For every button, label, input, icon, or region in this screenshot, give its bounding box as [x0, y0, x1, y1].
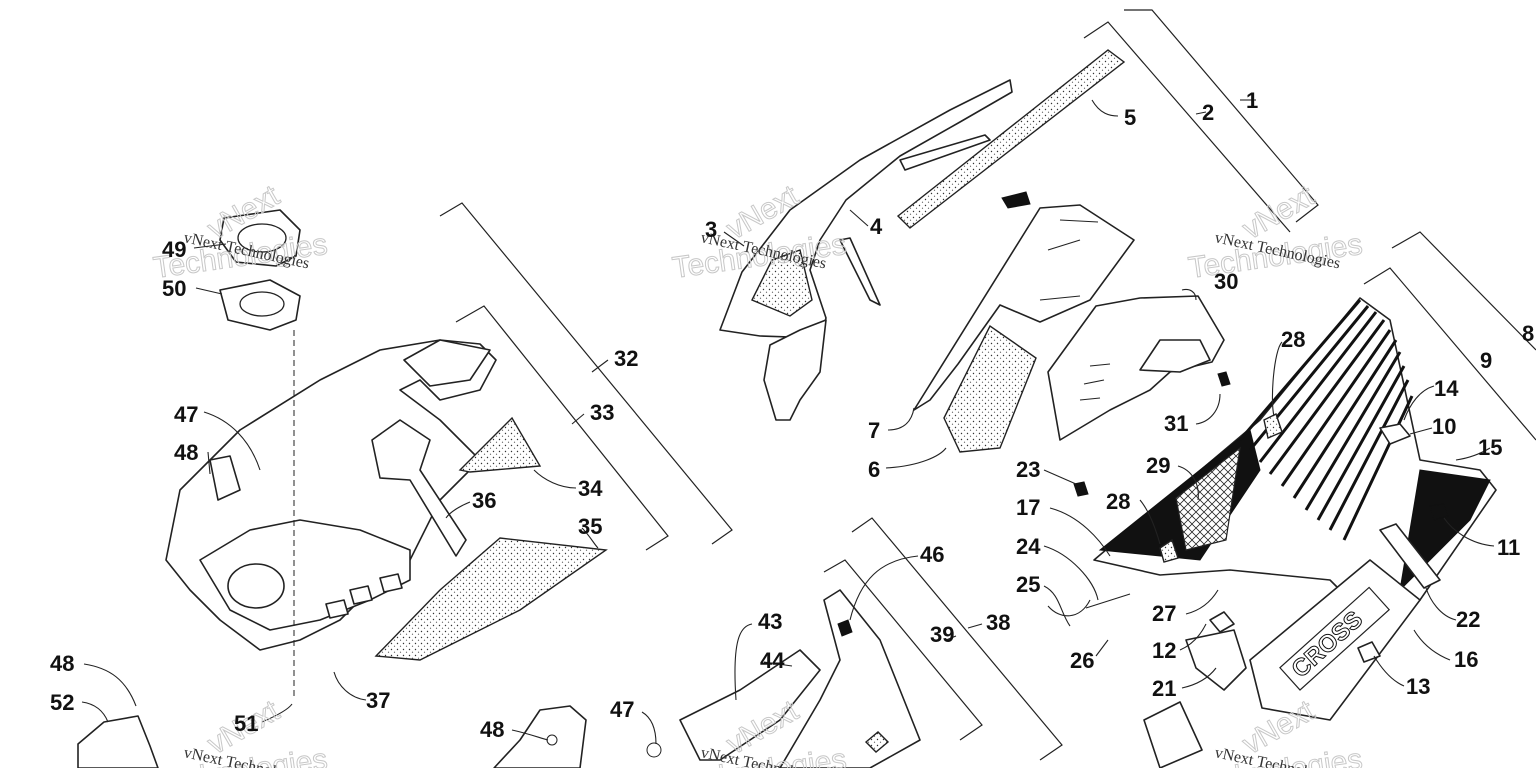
liner-30: [1047, 295, 1225, 441]
callout-47b: 47: [610, 697, 634, 722]
callout-7: 7: [868, 418, 880, 443]
foam-block-6: [943, 324, 1037, 453]
belly-pan: [165, 339, 497, 651]
callout-36: 36: [472, 488, 496, 513]
side-panel-52: [77, 715, 159, 768]
callout-21: 21: [1152, 676, 1176, 701]
callout-16: 16: [1454, 647, 1478, 672]
callout-24: 24: [1016, 534, 1041, 559]
callout-6: 6: [868, 457, 880, 482]
windshield-assembly: [719, 79, 1013, 421]
callout-23: 23: [1016, 457, 1040, 482]
callout-26: 26: [1070, 648, 1094, 673]
callout-13: 13: [1406, 674, 1430, 699]
hardware-front: [1047, 371, 1449, 768]
callout-5: 5: [1124, 105, 1136, 130]
callout-43: 43: [758, 609, 782, 634]
callout-25: 25: [1016, 572, 1040, 597]
callout-44: 44: [760, 648, 785, 673]
callout-1: 1: [1246, 88, 1258, 113]
callout-15: 15: [1478, 435, 1502, 460]
callout-9: 9: [1480, 348, 1492, 373]
callout-50: 50: [162, 276, 186, 301]
callout-48b: 48: [50, 651, 74, 676]
callout-49: 49: [162, 237, 186, 262]
callout-28b: 28: [1106, 489, 1130, 514]
callout-labels: 1 2 3 4 5 6 7 8 9 10 11 12 13 14 15 16 1…: [50, 88, 1534, 742]
foam-34: [458, 416, 542, 473]
callout-29: 29: [1146, 453, 1170, 478]
callout-48c: 48: [480, 717, 504, 742]
gaskets: [219, 209, 301, 700]
callout-10: 10: [1432, 414, 1456, 439]
callout-31: 31: [1164, 411, 1188, 436]
callout-34: 34: [578, 476, 603, 501]
callout-38: 38: [986, 610, 1010, 635]
callout-33: 33: [590, 400, 614, 425]
callout-32: 32: [614, 346, 638, 371]
callout-48a: 48: [174, 440, 198, 465]
callout-22: 22: [1456, 607, 1480, 632]
callout-46: 46: [920, 542, 944, 567]
callout-47a: 47: [174, 402, 198, 427]
callout-12: 12: [1152, 638, 1176, 663]
bracket-48-bottom: [493, 705, 662, 768]
foam-strip-5: [896, 49, 1126, 229]
callout-17: 17: [1016, 495, 1040, 520]
callout-11: 11: [1497, 535, 1520, 560]
callout-39: 39: [930, 622, 954, 647]
callout-3: 3: [705, 217, 717, 242]
side-panel-38: [679, 589, 921, 768]
callout-52: 52: [50, 690, 74, 715]
callout-27: 27: [1152, 601, 1176, 626]
callout-4: 4: [870, 214, 883, 239]
callout-8: 8: [1522, 321, 1534, 346]
foam-35: [374, 537, 608, 661]
callout-2: 2: [1202, 100, 1214, 125]
watermark-1: vNext Technologies vNext Technologies: [151, 178, 330, 285]
callout-37: 37: [366, 688, 390, 713]
side-panel-16: CROSS: [1249, 559, 1421, 721]
callout-28a: 28: [1281, 327, 1305, 352]
leader-lines: [81, 99, 1495, 745]
callout-51: 51: [234, 711, 258, 736]
panel-7: [913, 204, 1135, 411]
clip-4: [1001, 191, 1031, 209]
callout-14: 14: [1434, 376, 1459, 401]
callout-30: 30: [1214, 269, 1238, 294]
callout-35: 35: [578, 514, 602, 539]
